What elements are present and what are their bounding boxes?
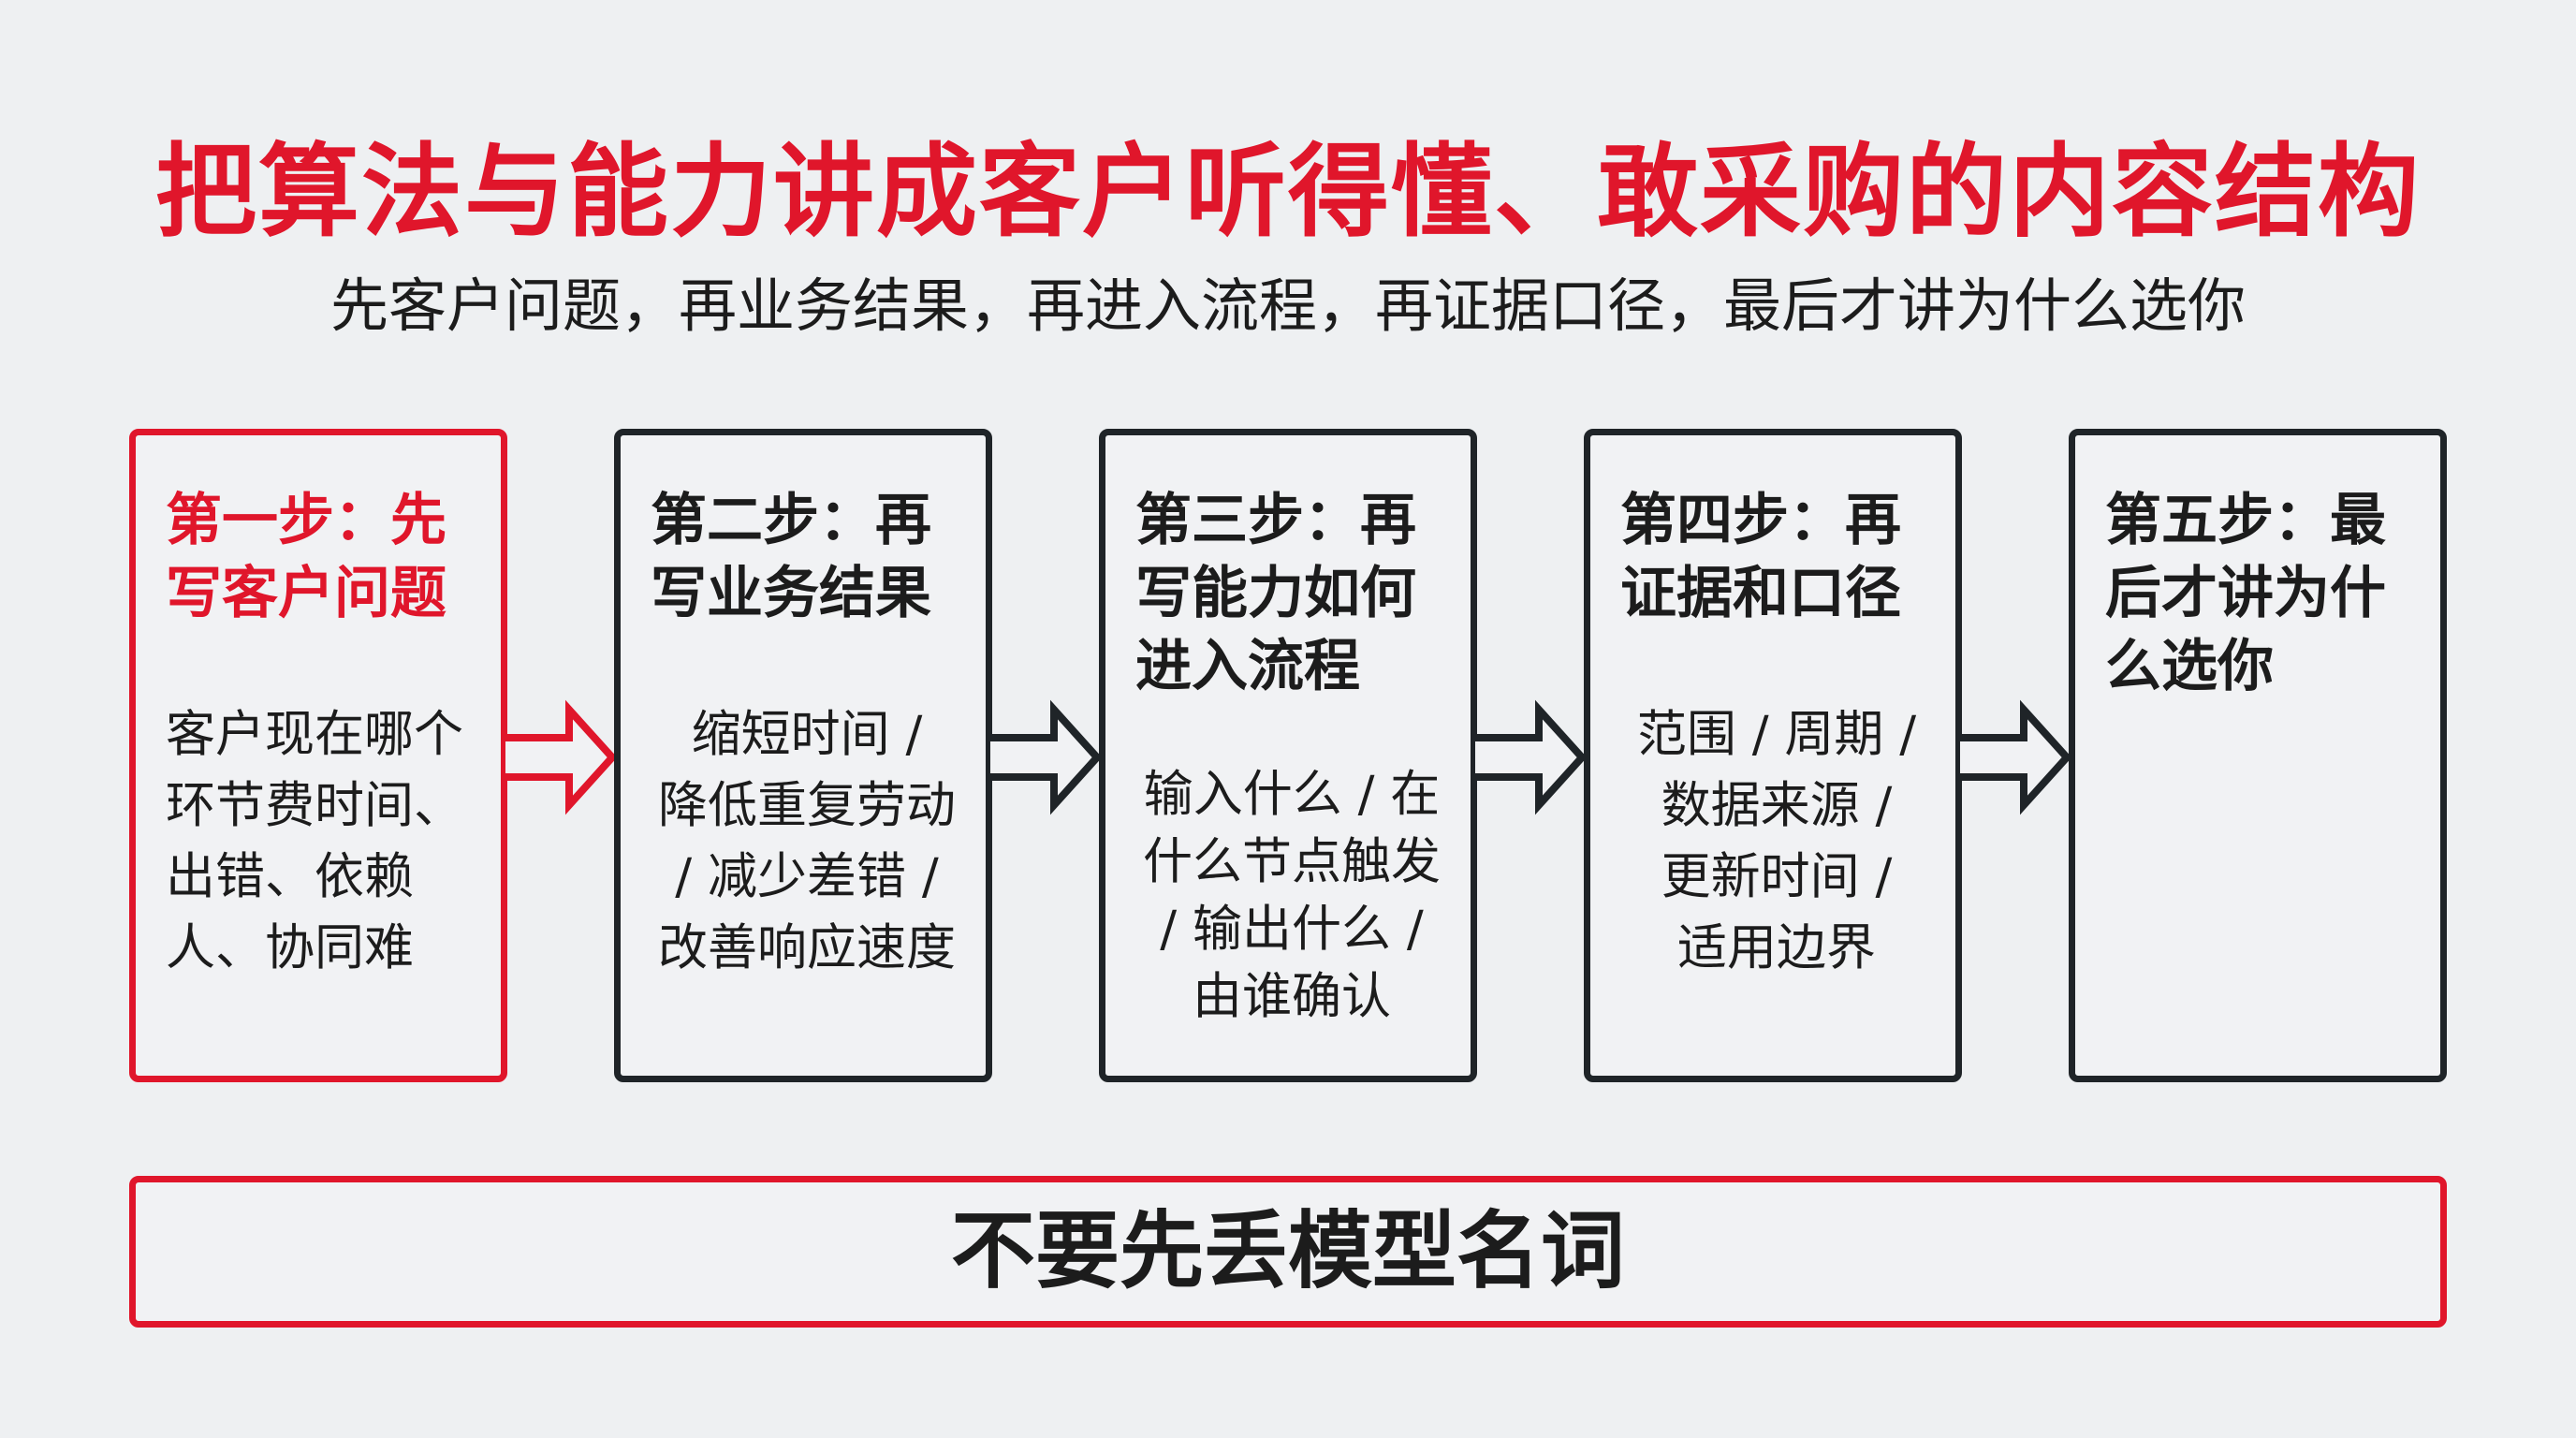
step-title-line: 第五步：最 xyxy=(2105,488,2386,553)
step-title: 第一步：先 写客户问题 xyxy=(166,484,484,630)
step-title-line: 第一步：先 xyxy=(166,488,446,553)
step-body: 输入什么 / 在 什么节点触发 / 输出什么 / 由谁确认 xyxy=(1122,761,1461,1031)
step-body-line: 人、协同难 xyxy=(166,919,414,976)
step-body: 范围 / 周期 / 数据来源 / 更新时间 / 适用边界 xyxy=(1607,699,1946,984)
step-body-line: 客户现在哪个 xyxy=(166,706,463,763)
arrow-right-icon xyxy=(505,699,618,815)
step-body-line: / 减少差错 / xyxy=(675,848,939,905)
step-body: 客户现在哪个 环节费时间、 出错、依赖 人、协同难 xyxy=(166,699,491,984)
step-title-line: 进入流程 xyxy=(1135,634,1360,699)
step-title: 第三步：再 写能力如何 进入流程 xyxy=(1135,484,1454,703)
step-body-line: 由谁确认 xyxy=(1193,968,1391,1025)
arrow-right-icon xyxy=(1475,699,1588,815)
step-body-line: 更新时间 / xyxy=(1661,848,1893,905)
step-body-line: 出错、依赖 xyxy=(166,848,414,905)
step-body-line: 降低重复劳动 xyxy=(658,777,956,834)
page-subtitle: 先客户问题，再业务结果，再进入流程，再证据口径，最后才讲为什么选你 xyxy=(329,271,2246,340)
step-body-line: 改善响应速度 xyxy=(658,919,956,976)
step-body: 缩短时间 / 降低重复劳动 / 减少差错 / 改善响应速度 xyxy=(637,699,976,984)
step-title: 第二步：再 写业务结果 xyxy=(651,484,969,630)
page-title: 把算法与能力讲成客户听得懂、敢采购的内容结构 xyxy=(154,134,2421,251)
step-title: 第四步：再 证据和口径 xyxy=(1620,484,1939,630)
bottom-note-box: 不要先丢模型名词 xyxy=(129,1176,2447,1328)
step-body-line: 什么节点触发 xyxy=(1143,833,1441,890)
step-title-line: 后才讲为什 xyxy=(2105,561,2386,626)
step-body-line: 数据来源 / xyxy=(1661,777,1893,834)
step-body-line: 缩短时间 / xyxy=(691,706,923,763)
step-title: 第五步：最 后才讲为什 么选你 xyxy=(2105,484,2423,703)
step-body-line: 范围 / 周期 / xyxy=(1636,706,1917,763)
step-card-5: 第五步：最 后才讲为什 么选你 xyxy=(2069,429,2447,1082)
bottom-note-text: 不要先丢模型名词 xyxy=(951,1202,1625,1300)
step-title-line: 第四步：再 xyxy=(1620,488,1901,553)
step-title-line: 写能力如何 xyxy=(1135,561,1416,626)
step-title-line: 证据和口径 xyxy=(1620,561,1901,626)
step-title-line: 写业务结果 xyxy=(651,561,931,626)
arrow-right-icon xyxy=(1960,699,2072,815)
step-card-3: 第三步：再 写能力如何 进入流程 输入什么 / 在 什么节点触发 / 输出什么 … xyxy=(1099,429,1477,1082)
step-body-line: / 输出什么 / xyxy=(1160,901,1424,958)
step-body-line: 适用边界 xyxy=(1677,919,1876,976)
step-title-line: 写客户问题 xyxy=(166,561,446,626)
arrow-right-icon xyxy=(990,699,1103,815)
step-body-line: 输入什么 / 在 xyxy=(1143,766,1441,823)
step-title-line: 第三步：再 xyxy=(1135,488,1416,553)
step-title-line: 第二步：再 xyxy=(651,488,931,553)
step-body-line: 环节费时间、 xyxy=(166,777,463,834)
step-card-2: 第二步：再 写业务结果 缩短时间 / 降低重复劳动 / 减少差错 / 改善响应速… xyxy=(614,429,992,1082)
step-card-4: 第四步：再 证据和口径 范围 / 周期 / 数据来源 / 更新时间 / 适用边界 xyxy=(1584,429,1962,1082)
step-title-line: 么选你 xyxy=(2105,634,2274,699)
step-card-1: 第一步：先 写客户问题 客户现在哪个 环节费时间、 出错、依赖 人、协同难 xyxy=(129,429,507,1082)
